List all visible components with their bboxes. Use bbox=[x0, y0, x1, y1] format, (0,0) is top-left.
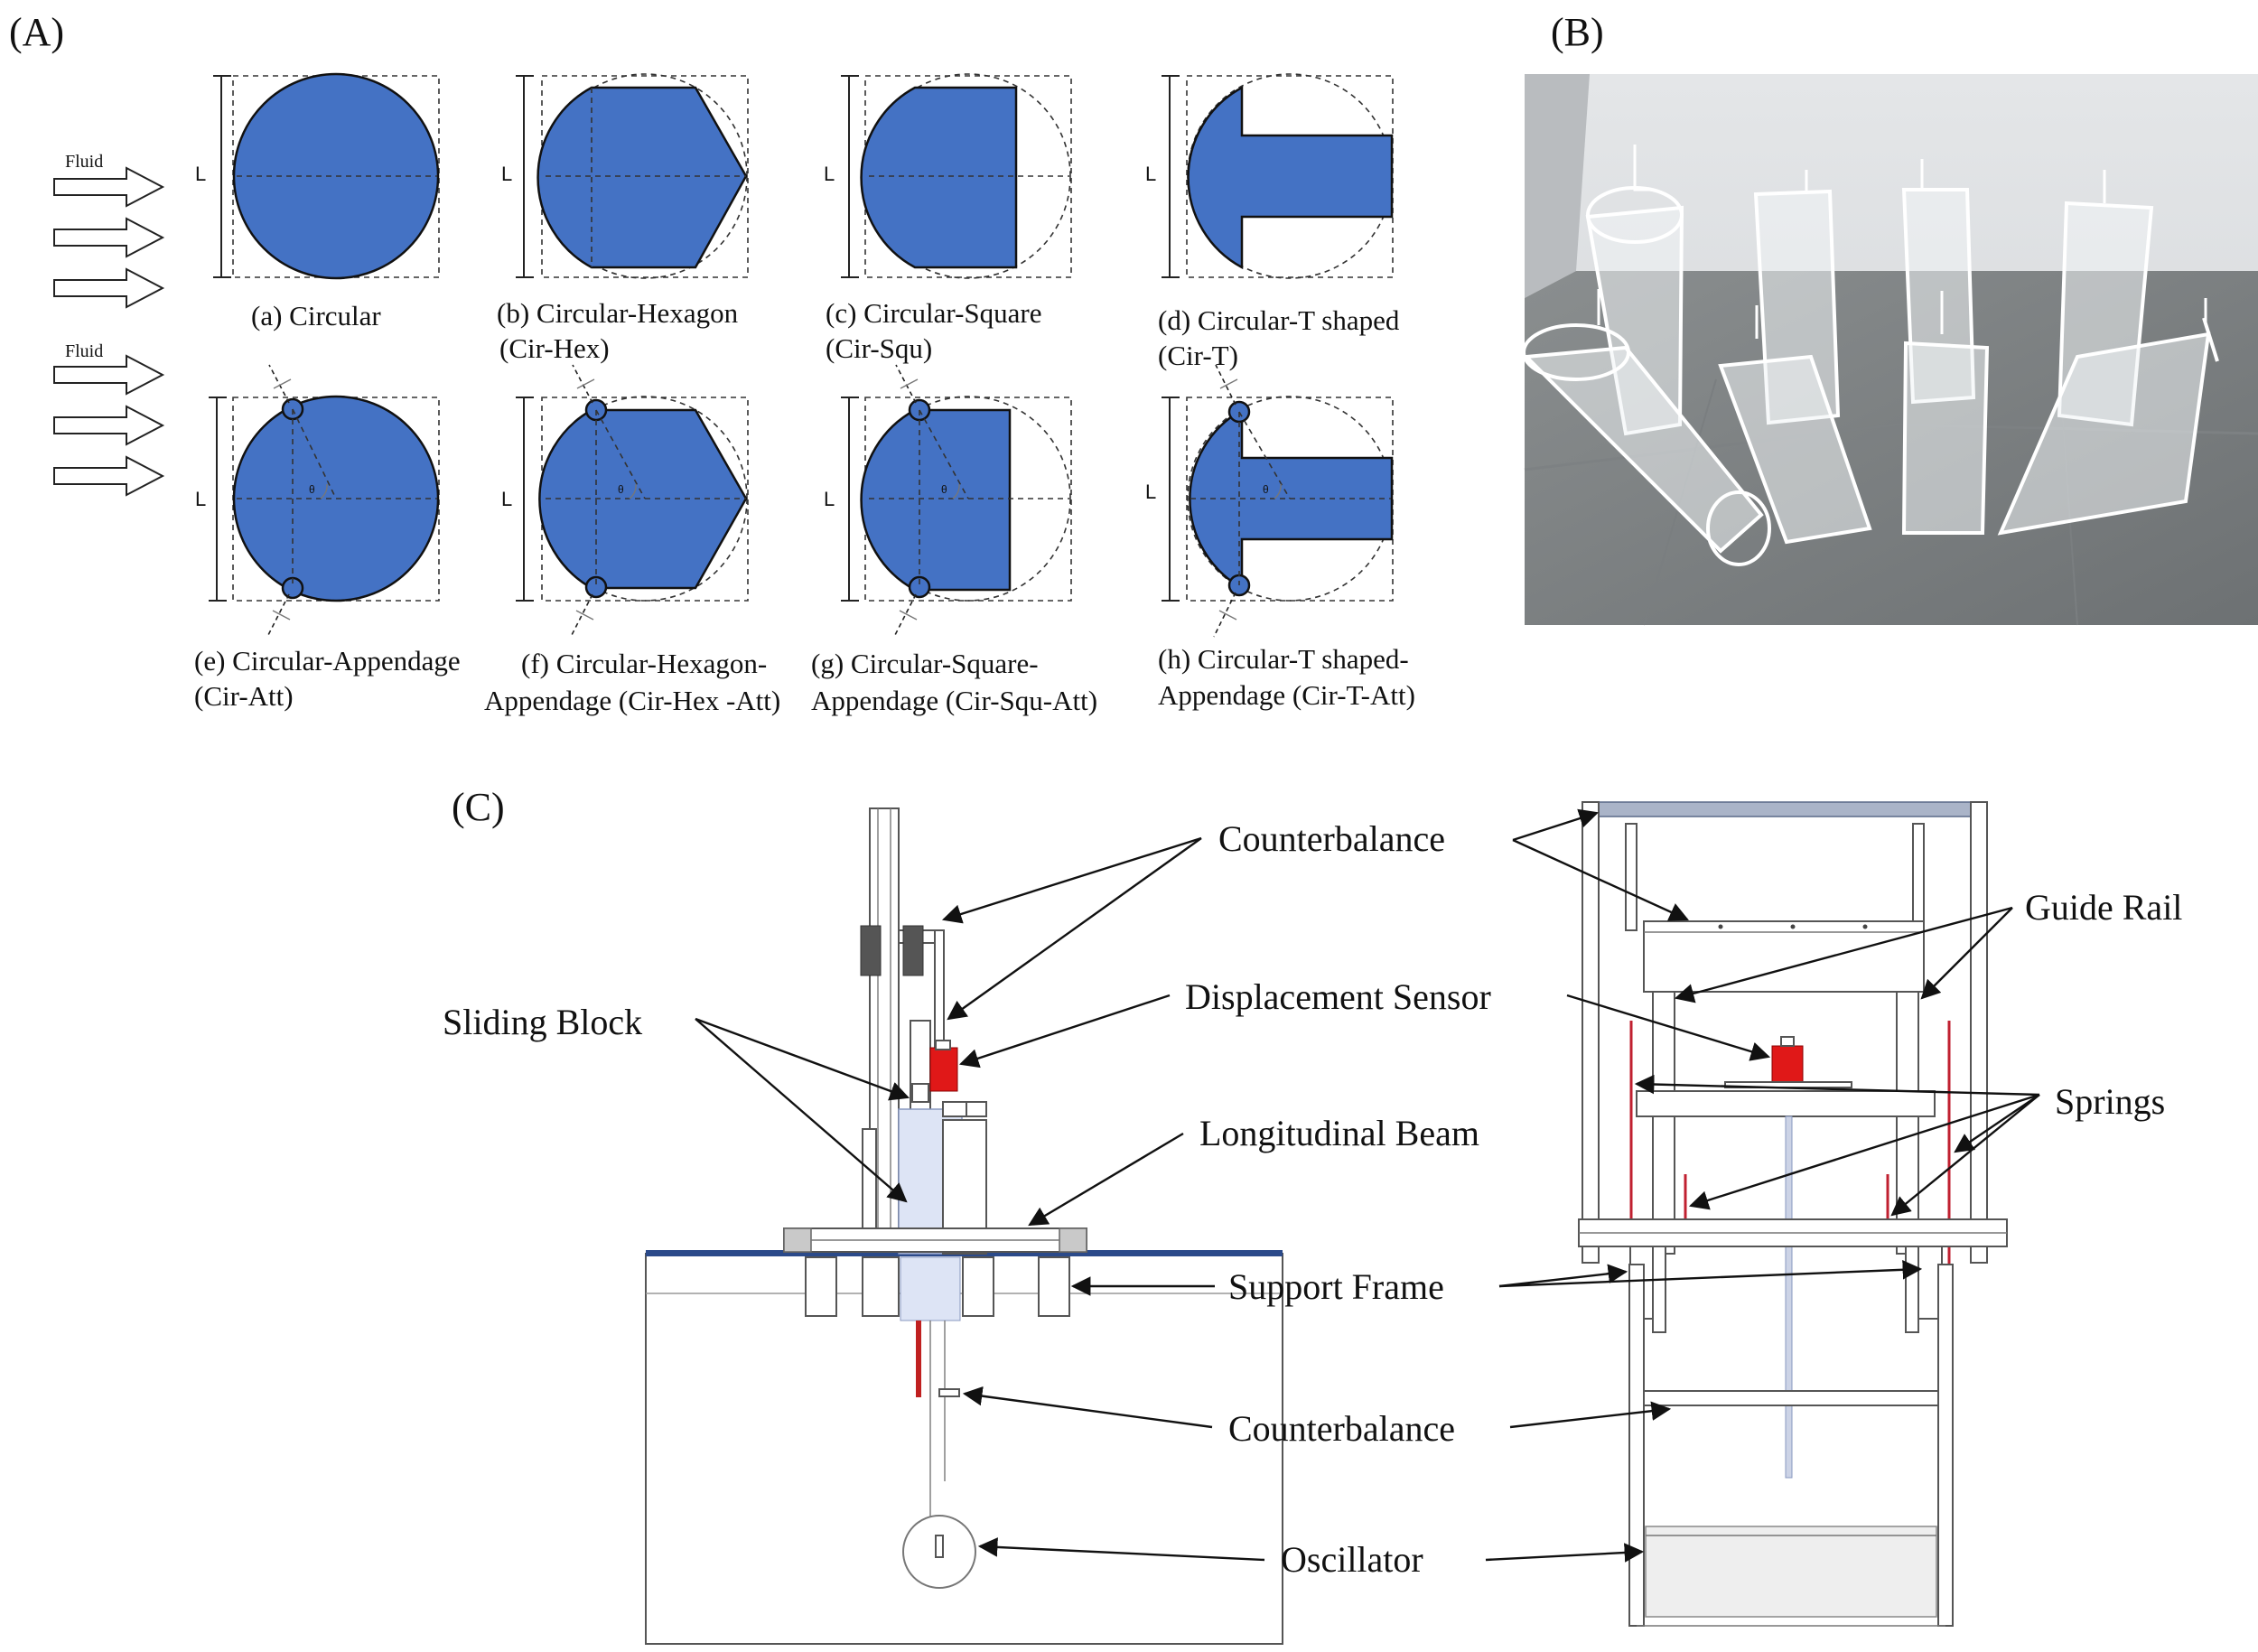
annotation-guide-rail: Guide Rail bbox=[1674, 887, 2182, 1003]
photo-acrylic-models bbox=[1522, 74, 2258, 626]
caption-h-line1: (h) Circular-T shaped- bbox=[1158, 643, 1409, 675]
annotation-longitudinal-beam: Longitudinal Beam bbox=[1028, 1113, 1479, 1227]
panel-label-a: (A) bbox=[9, 10, 64, 54]
label-longitudinal-beam: Longitudinal Beam bbox=[1199, 1113, 1479, 1153]
annotation-displacement-sensor: Displacement Sensor bbox=[958, 976, 1771, 1069]
dim-label-a: L bbox=[195, 163, 206, 185]
shape-a-circular: L bbox=[195, 72, 440, 280]
label-counterbalance-bottom: Counterbalance bbox=[1228, 1408, 1455, 1449]
annotation-oscillator: Oscillator bbox=[977, 1537, 1645, 1580]
panel-label-b: (B) bbox=[1551, 10, 1604, 54]
fluid-label-bottom: Fluid bbox=[65, 341, 103, 361]
dim-label-b: L bbox=[501, 163, 512, 185]
panel-label-c: (C) bbox=[452, 785, 505, 829]
dim-label-c: L bbox=[824, 163, 835, 185]
shape-h-cir-t-att: L θ bbox=[1145, 364, 1394, 638]
theta-label-h: θ bbox=[1263, 483, 1269, 496]
fluid-label-top: Fluid bbox=[65, 152, 103, 172]
caption-c-line2: (Cir-Squ) bbox=[826, 332, 932, 364]
dim-label-e: L bbox=[195, 488, 206, 510]
label-displacement-sensor: Displacement Sensor bbox=[1185, 976, 1491, 1017]
dim-label-h: L bbox=[1145, 481, 1156, 503]
shape-d-cir-t: L bbox=[1145, 73, 1394, 279]
annotation-counterbalance-bottom: Counterbalance bbox=[962, 1386, 1672, 1449]
shape-b-cir-hex: L bbox=[501, 73, 749, 279]
caption-d-line2: (Cir-T) bbox=[1158, 340, 1238, 371]
caption-b-line2: (Cir-Hex) bbox=[499, 332, 610, 364]
caption-d-line1: (d) Circular-T shaped bbox=[1158, 304, 1400, 336]
caption-c-line1: (c) Circular-Square bbox=[826, 297, 1042, 329]
caption-e-line1: (e) Circular-Appendage bbox=[194, 645, 461, 677]
caption-g-line1: (g) Circular-Square- bbox=[811, 648, 1039, 679]
theta-label-e: θ bbox=[309, 483, 315, 496]
side-view-apparatus bbox=[645, 807, 1283, 1645]
label-guide-rail: Guide Rail bbox=[2025, 887, 2182, 928]
dim-label-d: L bbox=[1145, 163, 1156, 185]
label-springs: Springs bbox=[2055, 1081, 2165, 1122]
caption-h-line2: Appendage (Cir-T-Att) bbox=[1158, 679, 1415, 711]
caption-e-line2: (Cir-Att) bbox=[194, 680, 294, 712]
shape-e-cir-att: L θ bbox=[195, 364, 440, 638]
fluid-arrows-bottom: Fluid bbox=[53, 341, 165, 497]
caption-g-line2: Appendage (Cir-Squ-Att) bbox=[811, 685, 1097, 716]
theta-label-g: θ bbox=[941, 483, 947, 496]
annotation-springs: Springs bbox=[1634, 1074, 2165, 1217]
label-sliding-block: Sliding Block bbox=[443, 1002, 642, 1042]
caption-f-line1: (f) Circular-Hexagon- bbox=[521, 648, 767, 679]
shape-f-cir-hex-att: L θ bbox=[501, 364, 749, 638]
theta-label-f: θ bbox=[618, 483, 624, 496]
label-support-frame: Support Frame bbox=[1228, 1266, 1444, 1307]
annotation-support-frame: Support Frame bbox=[1070, 1260, 1923, 1307]
dim-label-f: L bbox=[501, 488, 512, 510]
annotation-sliding-block: Sliding Block bbox=[443, 1002, 910, 1203]
caption-b-line1: (b) Circular-Hexagon bbox=[497, 297, 739, 329]
label-oscillator: Oscillator bbox=[1281, 1539, 1423, 1580]
shape-g-cir-squ-att: L θ bbox=[824, 364, 1072, 638]
label-counterbalance-top: Counterbalance bbox=[1218, 818, 1445, 859]
caption-f-line2: Appendage (Cir-Hex -Att) bbox=[484, 685, 780, 716]
fluid-arrows-top: Fluid bbox=[53, 152, 165, 309]
caption-a-line1: (a) Circular bbox=[251, 300, 381, 331]
annotation-counterbalance-top: Counterbalance bbox=[941, 808, 1689, 1021]
shape-c-cir-squ: L bbox=[824, 73, 1072, 279]
dim-label-g: L bbox=[824, 488, 835, 510]
front-view-apparatus bbox=[1578, 801, 2008, 1627]
